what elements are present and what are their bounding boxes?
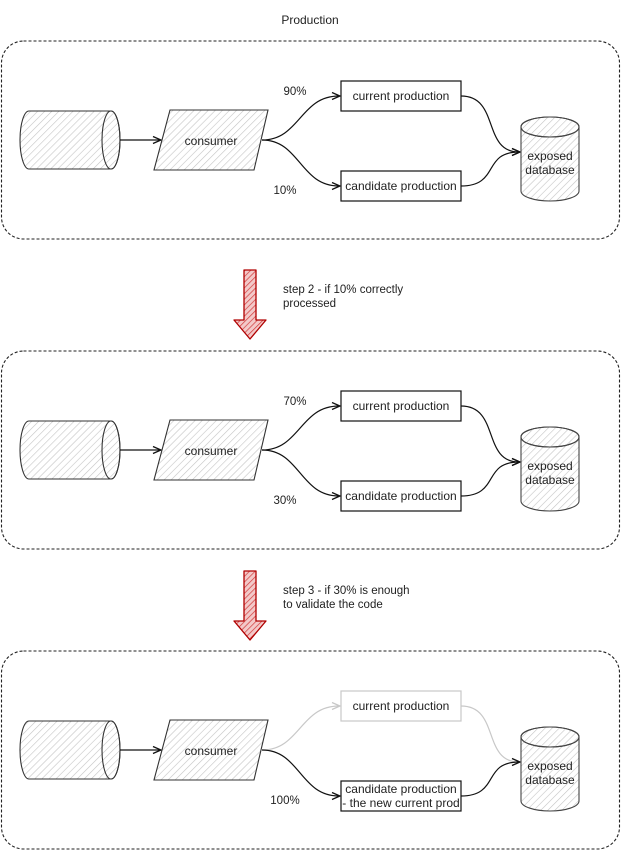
route-to-current-arrow bbox=[261, 706, 339, 751]
current-production-label: current production bbox=[353, 399, 450, 413]
stage-panel-3: consumer 100% current production candidate … bbox=[0, 650, 621, 850]
route-to-candidate-arrow bbox=[261, 449, 339, 496]
step-description-line: processed bbox=[283, 298, 336, 310]
top-percentage-label: 90% bbox=[283, 86, 306, 98]
current-to-database-arrow bbox=[460, 95, 519, 152]
down-arrow-icon bbox=[233, 269, 267, 340]
current-production-box: current production bbox=[340, 80, 462, 112]
candidate-production-label: candidate production bbox=[345, 179, 456, 193]
queue-cylinder-icon bbox=[19, 110, 121, 170]
step-transition-2: step 2 - if 10% correctly processed bbox=[233, 269, 403, 340]
current-to-database-arrow bbox=[460, 405, 519, 462]
current-production-box: current production bbox=[340, 690, 462, 722]
route-to-current-arrow bbox=[261, 406, 339, 451]
database-label-line2: database bbox=[525, 473, 575, 487]
current-production-label: current production bbox=[353, 89, 450, 103]
bottom-percentage-label: 30% bbox=[273, 495, 296, 507]
database-label-line1: exposed bbox=[527, 149, 572, 163]
queue-cylinder-icon bbox=[19, 720, 121, 780]
step-description-line: to validate the code bbox=[283, 599, 383, 611]
step-description-line: step 2 - if 10% correctly bbox=[283, 284, 403, 296]
candidate-production-subtitle: - the new current prod bbox=[342, 796, 459, 810]
database-label-line2: database bbox=[525, 163, 575, 177]
candidate-production-box: candidate production bbox=[340, 480, 462, 512]
stage-container bbox=[0, 650, 621, 850]
consumer-label: consumer bbox=[185, 444, 238, 458]
consumer-node: consumer bbox=[153, 419, 269, 481]
top-percentage-label: 70% bbox=[283, 396, 306, 408]
down-arrow-icon bbox=[233, 570, 267, 641]
consumer-label: consumer bbox=[185, 744, 238, 758]
step-description-line: step 3 - if 30% is enough bbox=[283, 585, 410, 597]
candidate-production-box: candidate production bbox=[340, 170, 462, 202]
candidate-to-database-arrow bbox=[460, 152, 519, 187]
candidate-production-label: candidate production bbox=[345, 489, 456, 503]
queue-cylinder-icon bbox=[19, 420, 121, 480]
stage-panel-2: consumer 70% 30% current production candidat… bbox=[0, 350, 621, 550]
diagram-title: Production bbox=[281, 13, 338, 27]
candidate-to-database-arrow bbox=[460, 462, 519, 497]
route-to-current-arrow bbox=[261, 96, 339, 141]
stage-panel-1: consumer 90% 10% current production candidat… bbox=[0, 40, 621, 240]
route-to-candidate-arrow bbox=[261, 749, 339, 796]
candidate-production-box: candidate production- the new current pr… bbox=[340, 780, 462, 812]
bottom-percentage-label: 100% bbox=[270, 795, 299, 807]
consumer-label: consumer bbox=[185, 134, 238, 148]
route-to-candidate-arrow bbox=[261, 139, 339, 186]
database-label-line2: database bbox=[525, 773, 575, 787]
bottom-percentage-label: 10% bbox=[273, 185, 296, 197]
candidate-to-database-arrow bbox=[460, 762, 519, 797]
current-production-box: current production bbox=[340, 390, 462, 422]
candidate-production-label: candidate production bbox=[345, 782, 456, 796]
step-transition-3: step 3 - if 30% is enough to validate the… bbox=[233, 570, 410, 641]
database-label-line1: exposed bbox=[527, 459, 572, 473]
current-to-database-arrow bbox=[460, 705, 519, 762]
current-production-label: current production bbox=[353, 699, 450, 713]
stage-container bbox=[0, 350, 621, 550]
stage-container bbox=[0, 40, 621, 240]
database-label-line1: exposed bbox=[527, 759, 572, 773]
consumer-node: consumer bbox=[153, 109, 269, 171]
consumer-node: consumer bbox=[153, 719, 269, 781]
